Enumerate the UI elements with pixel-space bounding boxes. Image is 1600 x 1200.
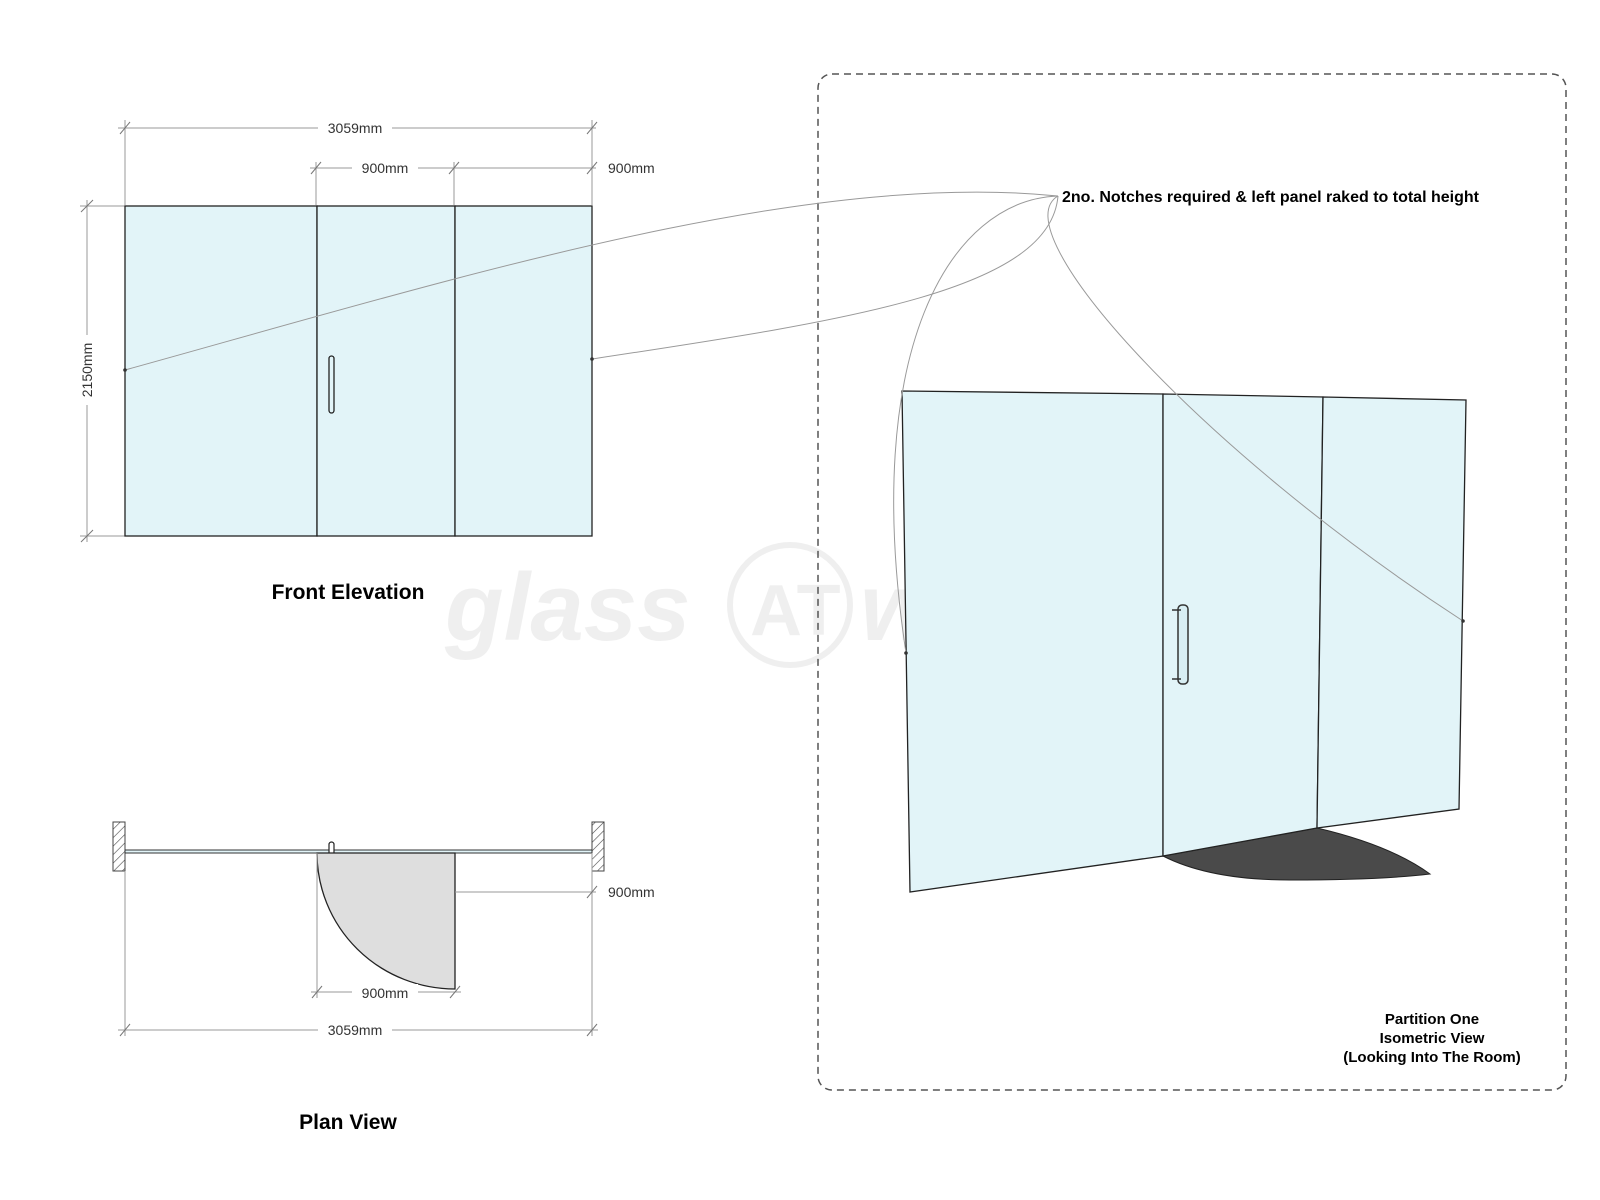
isometric-view: Partition One Isometric View (Looking In… [817, 73, 1567, 1091]
svg-text:glass: glass [444, 554, 690, 661]
elevation-door-panel [316, 205, 456, 537]
isometric-door-handle [1177, 604, 1189, 685]
svg-text:AT: AT [750, 571, 841, 651]
notch-note: 2no. Notches required & left panel raked… [1062, 189, 1480, 206]
elevation-door-handle [328, 355, 335, 414]
elevation-left-panel [124, 205, 318, 537]
isometric-caption-line2: Isometric View [1380, 1030, 1485, 1047]
plan-right-wall [591, 821, 605, 872]
plan-left-wall [112, 821, 126, 872]
leader-endpoints [123, 357, 1465, 655]
plan-swing-dim: 900mm [608, 884, 655, 900]
notch-leaders [124, 191, 1464, 654]
plan-view: 900mm 900mm 3059mm Plan View [112, 821, 655, 1134]
elevation-total-width-dim: 3059mm [328, 120, 382, 136]
plan-total-width-dim: 3059mm [328, 1022, 382, 1038]
elevation-door-width-dim: 900mm [362, 160, 409, 176]
isometric-right-panel [1316, 396, 1467, 829]
plan-door-width-dim: 900mm [362, 985, 409, 1001]
plan-view-title: Plan View [299, 1111, 397, 1134]
elevation-height-dim: 2150mm [79, 343, 95, 397]
elevation-right-panel-dim: 900mm [608, 160, 655, 176]
front-elevation-title: Front Elevation [272, 581, 425, 604]
isometric-door-swing [1161, 827, 1432, 881]
isometric-left-panel [901, 390, 1164, 893]
front-elevation: 3059mm 900mm 900mm 2150mm Front Elevatio… [78, 119, 655, 604]
isometric-caption-line3: (Looking Into The Room) [1343, 1049, 1520, 1066]
elevation-right-panel [454, 205, 593, 537]
plan-door-swing [316, 852, 456, 990]
isometric-caption-line1: Partition One [1385, 1011, 1479, 1028]
isometric-frame [817, 73, 1567, 1091]
